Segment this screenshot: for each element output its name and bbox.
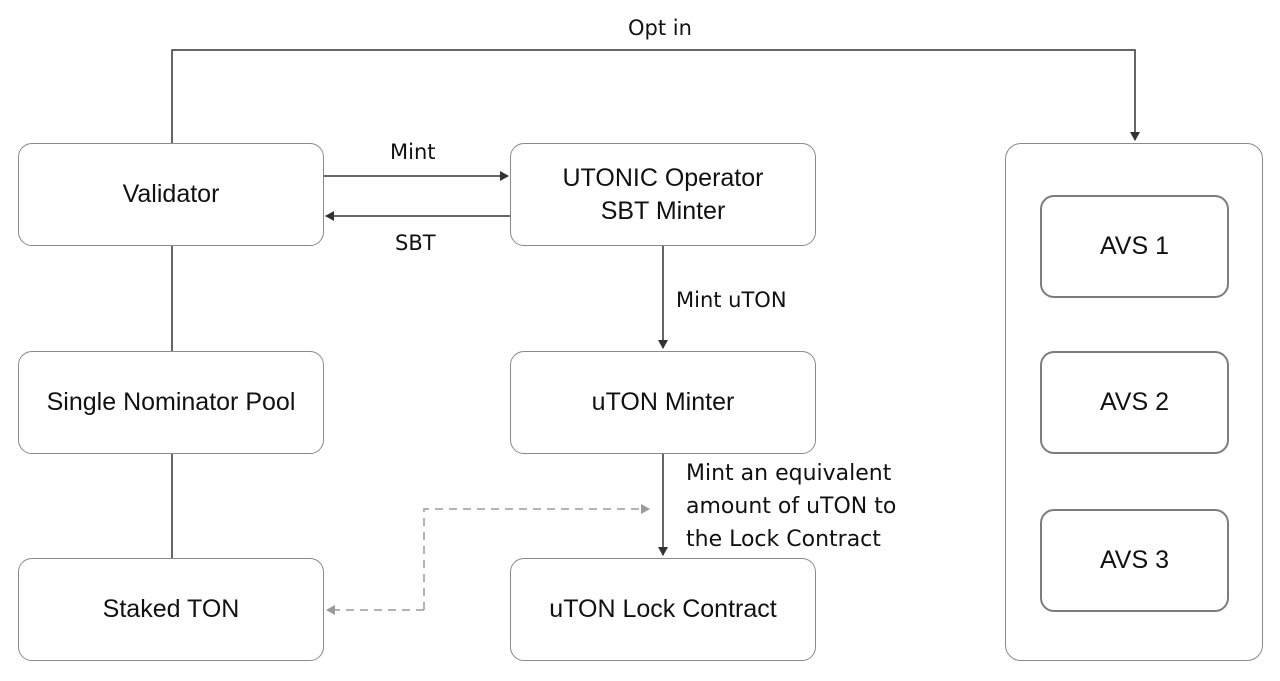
avs-1-node: AVS 1 <box>1040 195 1229 298</box>
avs-2-node: AVS 2 <box>1040 351 1229 454</box>
single-nominator-pool-node: Single Nominator Pool <box>18 351 324 454</box>
avs-container: AVS 1 AVS 2 AVS 3 <box>1005 143 1263 661</box>
mint-equivalent-line-1: Mint an equivalent <box>686 461 892 486</box>
sbt-label: SBT <box>395 231 436 255</box>
avs-1-label: AVS 1 <box>1099 232 1170 260</box>
opt-in-label: Opt in <box>628 16 692 40</box>
single-nominator-pool-label: Single Nominator Pool <box>46 388 296 416</box>
avs-2-label: AVS 2 <box>1099 388 1170 416</box>
dashed-link-to-lock <box>423 504 650 610</box>
mint-equivalent-label: Mint an equivalent amount of uTON to the… <box>686 457 896 556</box>
validator-label: Validator <box>122 180 220 208</box>
operator-label-line-1: UTONIC Operator <box>562 163 764 192</box>
operator-label-line-2: SBT Minter <box>600 196 726 225</box>
utonic-operator-sbt-minter-node: UTONIC Operator SBT Minter <box>510 143 816 246</box>
opt-in-arrow <box>171 49 1140 144</box>
avs-3-label: AVS 3 <box>1099 546 1170 574</box>
mint-equivalent-line-3: the Lock Contract <box>686 527 881 552</box>
validator-node: Validator <box>18 143 324 246</box>
uton-minter-label: uTON Minter <box>591 388 735 416</box>
avs-3-node: AVS 3 <box>1040 509 1229 612</box>
mint-equivalent-line-2: amount of uTON to <box>686 494 897 519</box>
mint-label: Mint <box>390 140 436 164</box>
mint-uton-label: Mint uTON <box>676 288 787 312</box>
staked-ton-label: Staked TON <box>102 595 240 623</box>
uton-lock-contract-node: uTON Lock Contract <box>510 558 816 661</box>
uton-minter-node: uTON Minter <box>510 351 816 454</box>
uton-lock-contract-label: uTON Lock Contract <box>549 595 777 623</box>
staked-ton-node: Staked TON <box>18 558 324 661</box>
